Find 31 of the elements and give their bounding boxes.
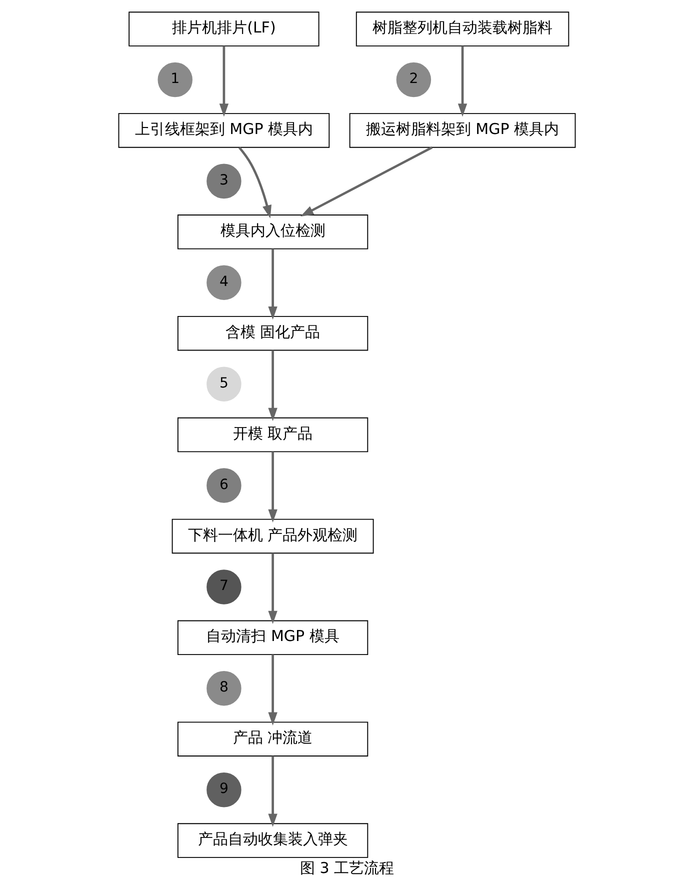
caption: 图 3 工艺流程 [299,859,394,878]
arrow [218,46,228,117]
node-box: 树脂整列机自动装载树脂料 [355,12,569,46]
node-circle: 6 [206,468,241,503]
arrow [300,146,432,216]
node-circle: 4 [206,265,241,300]
arrow [268,654,277,726]
node-box: 模具内入位检测 [176,214,368,250]
node-box: 产品 冲流道 [176,722,368,756]
node-circle: 8 [206,671,241,706]
arrow [268,756,277,827]
arrow [268,452,277,523]
node-box: 上引线框架到 MGP 模具内 [118,113,330,148]
node-box: 搬运树脂料架到 MGP 模具内 [348,113,576,148]
arrow [457,46,467,117]
node-box: 排片机排片(LF) [128,12,319,46]
node-box: 含模 固化产品 [176,316,368,351]
node-box: 下料一体机 产品外观检测 [171,518,374,554]
node-box: 自动清扫 MGP 模具 [176,620,368,656]
node-circle: 2 [396,62,431,98]
node-circle: 7 [206,570,241,604]
node-circle: 5 [206,366,241,402]
arrow [268,553,277,624]
node-box: 开模 取产品 [176,417,368,452]
arrow [268,248,277,320]
arrow [238,146,271,218]
node-box: 产品自动收集装入弹夹 [176,823,368,858]
arrow [268,350,277,422]
node-circle: 1 [157,62,192,98]
node-circle: 3 [206,164,241,199]
node-circle: 9 [206,772,241,808]
